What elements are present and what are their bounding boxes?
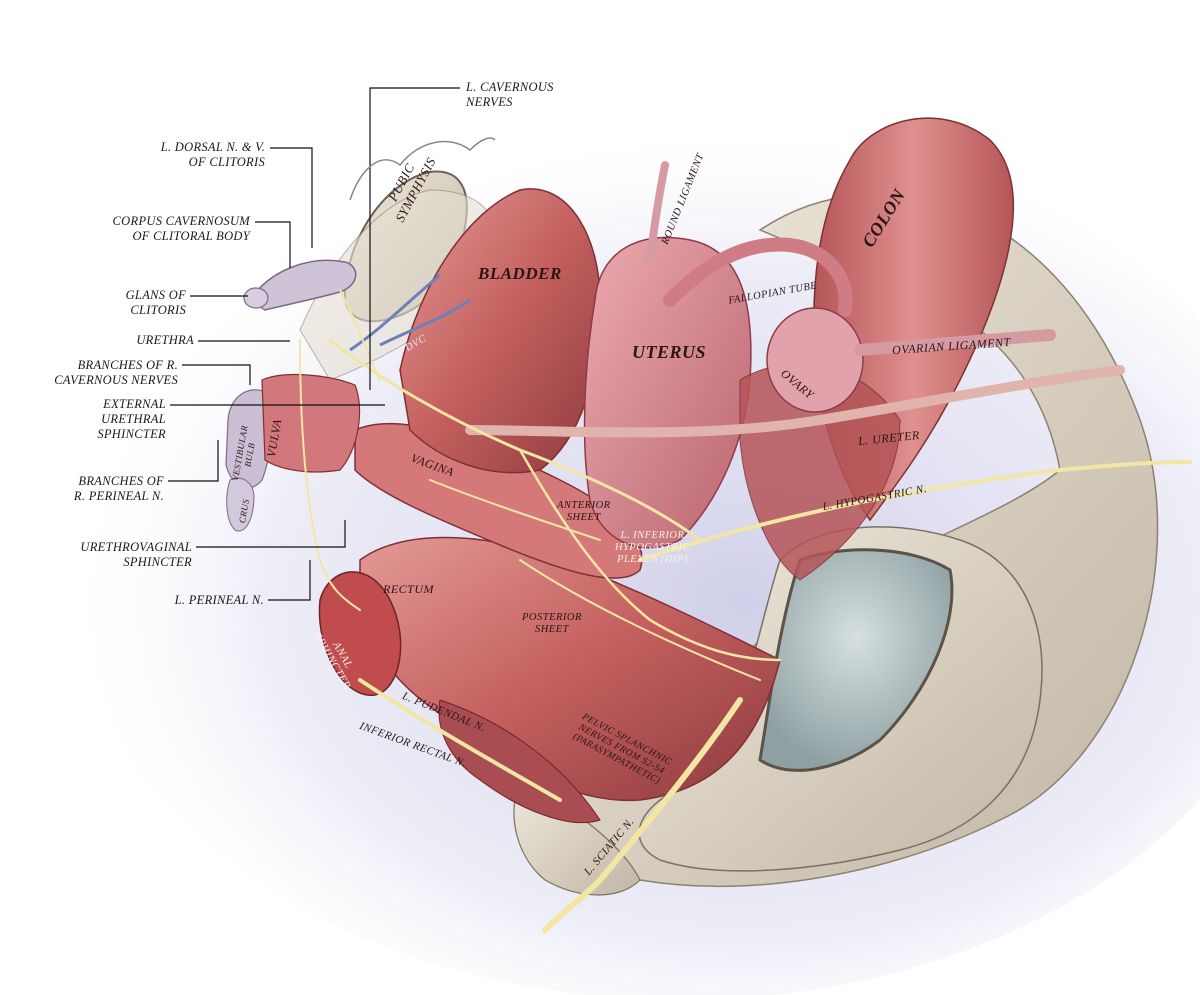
anal-sphincter [318, 571, 402, 696]
glans-clitoris [243, 287, 269, 309]
uterus [583, 236, 752, 549]
crus [226, 477, 255, 532]
label-branches-cavernous: BRANCHES OF R.CAVERNOUS NERVES [54, 358, 178, 387]
label-urethra: URETHRA [136, 333, 194, 347]
dvc-vein [349, 273, 471, 352]
clitoral-body [248, 259, 357, 311]
round-ligament [646, 161, 669, 264]
levator-muscle [438, 699, 601, 824]
nerve-network [299, 289, 1192, 933]
ovarian-ligament [854, 329, 1056, 356]
left-ureter [465, 365, 1125, 438]
label-l-perineal-nerve: L. PERINEAL N. [174, 593, 264, 607]
label-bladder: BLADDER [478, 264, 562, 283]
vulva [261, 373, 361, 473]
fallopian-tube [663, 237, 853, 317]
label-rectum: RECTUM [383, 582, 434, 596]
label-l-dorsal-nerve-vein: L. DORSAL N. & V.OF CLITORIS [160, 140, 265, 169]
leader-lines [168, 87, 460, 601]
label-uterus: UTERUS [632, 342, 707, 362]
artist-signature [349, 137, 496, 201]
ovary [766, 307, 864, 413]
